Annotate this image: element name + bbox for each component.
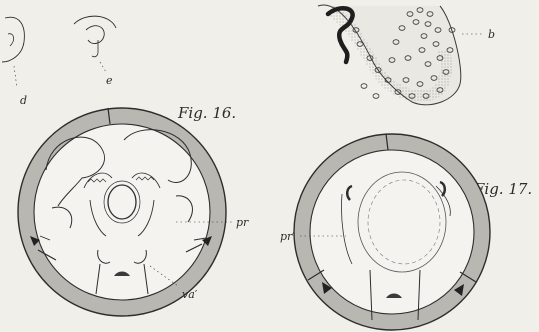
figure-17-drawing [294,134,490,330]
label-va-prime: va′ [182,288,198,301]
label-d: d [20,94,27,107]
label-pr-prime: pr′ [280,230,295,243]
figure-16-caption: Fig. 16. [177,104,236,122]
label-pr: pr [236,216,249,229]
figure-d-sketch: d [2,17,27,107]
label-e: e [106,74,113,87]
figure-b-organism: b [318,5,495,105]
label-b: b [488,28,495,41]
figure-16-drawing [18,108,234,316]
figure-e-sketch: e [74,16,116,87]
